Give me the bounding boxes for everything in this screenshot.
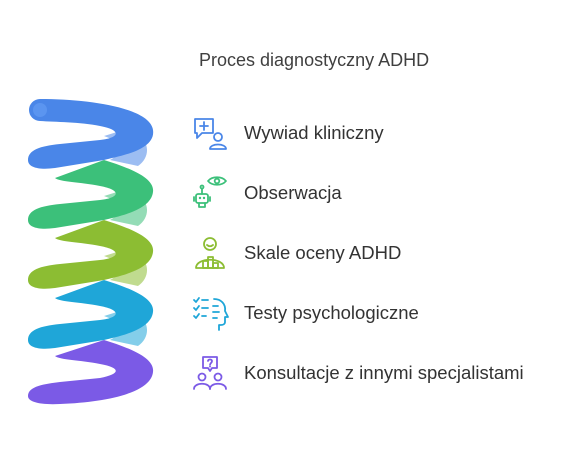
step-rating-scales: Skale oceny ADHD [190, 231, 401, 275]
spiral-band-cyan [28, 280, 154, 349]
rating-scale-person-icon [195, 237, 225, 269]
consultation-people-icon [193, 356, 227, 390]
observation-robot-icon [193, 176, 227, 208]
spiral-coil [28, 99, 154, 405]
step-psychological-tests: Testy psychologiczne [190, 291, 419, 335]
step-label: Skale oceny ADHD [244, 242, 402, 263]
spiral-band-blue [28, 99, 154, 169]
step-label: Konsultacje z innymi specjalistami [244, 362, 524, 383]
spiral-start-cap-inner [33, 103, 47, 117]
spiral-band-green [28, 160, 154, 229]
step-specialist-consultations: Konsultacje z innymi specjalistami [190, 351, 524, 395]
spiral-band-lime [28, 220, 154, 289]
step-label: Obserwacja [244, 182, 342, 203]
spiral-band-purple [28, 340, 154, 405]
step-clinical-interview: Wywiad kliniczny [190, 111, 384, 155]
step-observation: Obserwacja [190, 171, 342, 215]
psychological-test-head-icon [193, 297, 229, 331]
diagram-title: Proces diagnostyczny ADHD [199, 50, 430, 70]
clinical-interview-icon [194, 118, 227, 150]
step-label: Wywiad kliniczny [244, 122, 384, 143]
step-label: Testy psychologiczne [244, 302, 419, 323]
